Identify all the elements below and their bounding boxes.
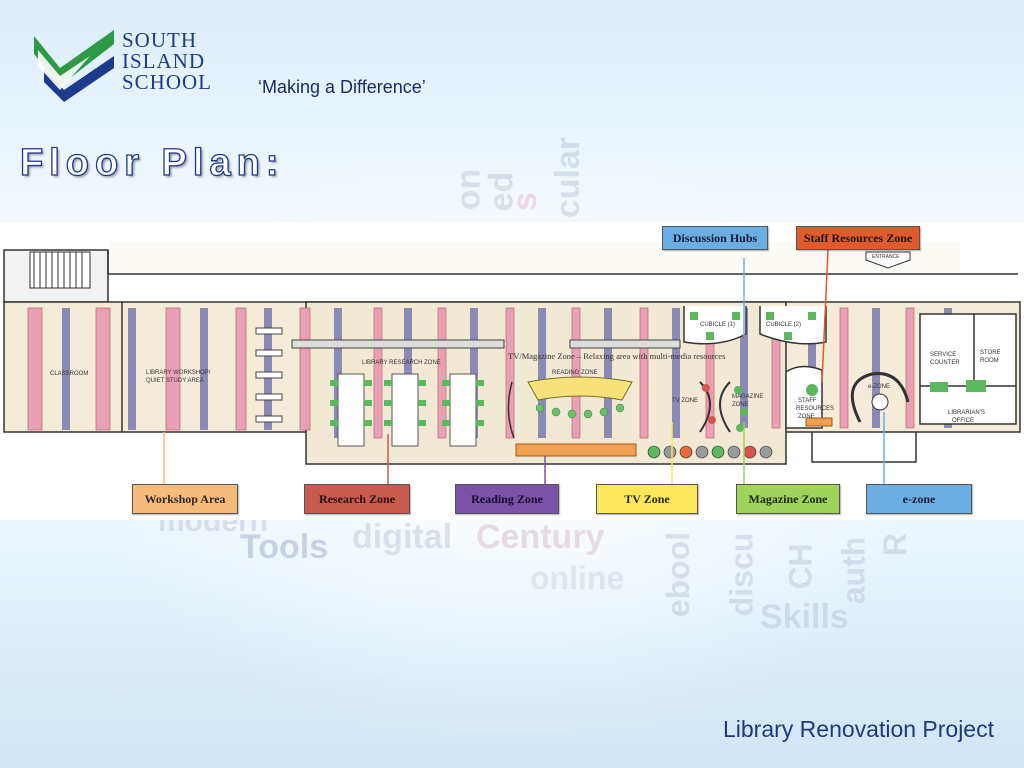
footer-project-name: Library Renovation Project bbox=[722, 716, 994, 742]
callout-tv-zone: TV Zone bbox=[596, 484, 698, 514]
plan-label-service-1: SERVICE bbox=[930, 352, 956, 358]
callout-discussion-hubs: Discussion Hubs bbox=[662, 226, 768, 250]
page-title: Floor Plan: bbox=[19, 141, 285, 184]
callout-magazine-zone: Magazine Zone bbox=[736, 484, 840, 514]
plan-label-store-2: ROOM bbox=[980, 358, 999, 364]
plan-label-tv-magazine: TV/Magazine Zone – Relaxing area with mu… bbox=[508, 351, 725, 361]
plan-label-staff-1: STAFF bbox=[798, 398, 817, 404]
plan-label-librarian-2: OFFICE bbox=[952, 418, 974, 424]
plan-label-workshop-2: QUIET STUDY AREA bbox=[146, 378, 204, 384]
callout-research-zone: Research Zone bbox=[304, 484, 410, 514]
plan-label-classroom: CLASSROOM bbox=[50, 371, 88, 377]
plan-label-magazine-1: MAGAZINE bbox=[732, 394, 763, 400]
plan-label-reading: READING ZONE bbox=[552, 370, 598, 376]
floor-plan-drawing: CLASSROOM LIBRARY WORKSHOP/ QUIET STUDY … bbox=[3, 242, 1021, 484]
plan-label-research: LIBRARY RESEARCH ZONE bbox=[362, 360, 441, 366]
plan-label-staff-2: RESOURCES bbox=[796, 406, 834, 412]
plan-label-magazine-2: ZONE bbox=[732, 402, 749, 408]
plan-label-cubicle-2: CUBICLE (2) bbox=[766, 322, 801, 328]
plan-label-cubicle-1: CUBICLE (1) bbox=[700, 322, 735, 328]
callout-workshop-area: Workshop Area bbox=[132, 484, 238, 514]
school-name-line-1: SOUTH bbox=[122, 28, 198, 52]
plan-label-librarian-1: LIBRARIAN'S bbox=[948, 410, 985, 416]
callout-e-zone: e-zone bbox=[866, 484, 972, 514]
school-name: SOUTH ISLAND SCHOOL bbox=[122, 30, 212, 93]
floor-plan: CLASSROOM LIBRARY WORKSHOP/ QUIET STUDY … bbox=[0, 222, 1024, 520]
school-motto: ‘Making a Difference’ bbox=[258, 77, 426, 97]
callout-reading-zone: Reading Zone bbox=[455, 484, 559, 514]
plan-label-entrance: ENTRANCE bbox=[872, 254, 900, 260]
school-logo-icon bbox=[34, 30, 114, 102]
plan-label-ezone: e-ZONE bbox=[868, 384, 890, 390]
plan-label-service-2: COUNTER bbox=[930, 360, 960, 366]
school-name-line-3: SCHOOL bbox=[122, 70, 213, 94]
plan-label-workshop-1: LIBRARY WORKSHOP/ bbox=[146, 370, 211, 376]
school-name-line-2: ISLAND bbox=[122, 49, 205, 73]
plan-label-store-1: STORE bbox=[980, 350, 1001, 356]
plan-label-tv: TV ZONE bbox=[672, 398, 698, 404]
plan-label-staff-3: ZONE bbox=[798, 414, 815, 420]
callout-staff-resources-zone: Staff Resources Zone bbox=[796, 226, 920, 250]
